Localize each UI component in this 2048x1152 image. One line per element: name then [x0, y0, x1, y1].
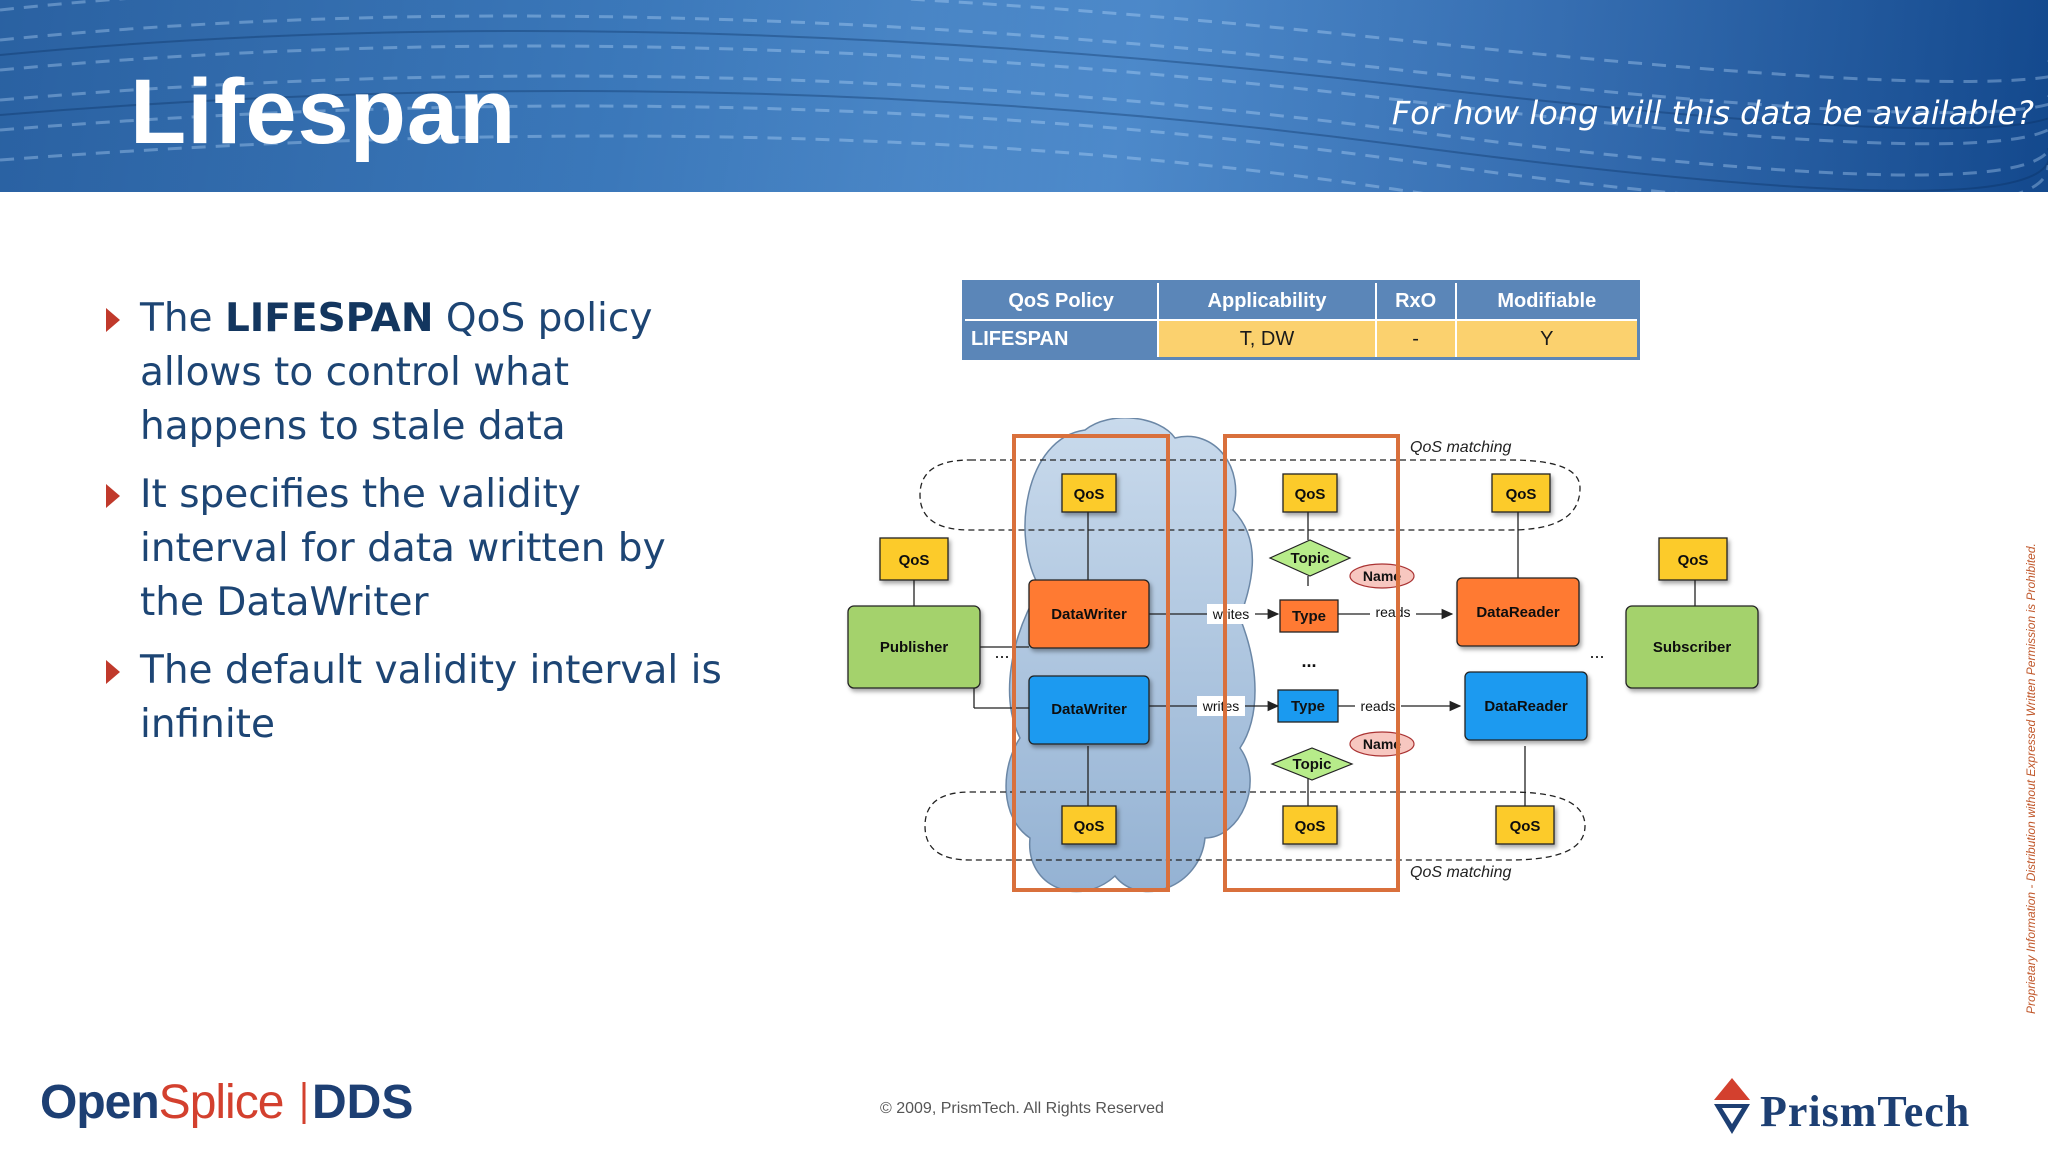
- topic-label: Topic: [1291, 550, 1330, 567]
- copyright-text: © 2009, PrismTech. All Rights Reserved: [880, 1100, 1164, 1117]
- banner-graphic: [0, 0, 2048, 192]
- datawriter-label: DataWriter: [1051, 701, 1127, 718]
- qos-box: QoS: [1061, 805, 1117, 845]
- table-cell: LIFESPAN: [962, 319, 1160, 360]
- bullet-item: The LIFESPAN QoS policy allows to contro…: [100, 292, 740, 454]
- domain-cloud: [1005, 418, 1256, 893]
- datawriter-label: DataWriter: [1051, 606, 1127, 623]
- qos-box-label: QoS: [1074, 818, 1105, 835]
- reads-label: reads: [1360, 698, 1395, 714]
- qos-box: QoS: [1061, 473, 1117, 513]
- label-background: [1207, 604, 1255, 624]
- name-label: Name: [1363, 736, 1401, 752]
- qos-box-label: QoS: [899, 552, 930, 569]
- label-background: [1355, 696, 1401, 716]
- logo-part: Open: [40, 1076, 159, 1129]
- table-header-cell: RxO: [1374, 280, 1457, 321]
- qos-box: QoS: [1282, 473, 1338, 513]
- qos-box-label: QoS: [1510, 818, 1541, 835]
- writes-label: writes: [1212, 606, 1250, 622]
- name-ellipse: Name: [1349, 731, 1415, 757]
- ellipsis-box: [1290, 646, 1328, 676]
- type-box: Type: [1279, 599, 1339, 633]
- qos-box: QoS: [1491, 473, 1551, 513]
- publisher-label: Publisher: [880, 639, 949, 656]
- qos-box-label: QoS: [1678, 552, 1709, 569]
- prismtech-mark-icon: [1714, 1078, 1750, 1134]
- table-header-row: QoS Policy Applicability RxO Modifiable: [962, 280, 1640, 321]
- name-label: Name: [1363, 568, 1401, 584]
- qos-box-label: QoS: [1295, 818, 1326, 835]
- opensplice-dds-logo: OpenSplice DDS: [40, 1076, 413, 1129]
- ellipsis-label: ...: [1589, 642, 1604, 662]
- bullet-text: The: [140, 296, 225, 341]
- datareader-box: DataReader: [1456, 577, 1580, 647]
- datawriter-box: DataWriter: [1028, 579, 1150, 649]
- svg-text:OpenSplice: OpenSplice: [40, 1076, 283, 1129]
- qos-matching-upper-outline: [919, 459, 1581, 531]
- page-title: Lifespan: [130, 61, 517, 163]
- qos-box: QoS: [1658, 537, 1728, 581]
- topic-label: Topic: [1293, 756, 1332, 773]
- topic-diamond: Topic: [1268, 539, 1352, 577]
- table-cell: Y: [1454, 319, 1640, 360]
- qos-box: QoS: [879, 537, 949, 581]
- qos-box-label: QoS: [1074, 486, 1105, 503]
- bullet-arrow-icon: [106, 484, 120, 508]
- prismtech-logo: PrismTech: [1714, 1078, 1970, 1136]
- table-header-cell: Applicability: [1157, 280, 1377, 321]
- highlight-frame-datawriter: [1012, 434, 1170, 892]
- bullet-text: The default validity interval is infinit…: [140, 648, 722, 747]
- type-box: Type: [1277, 689, 1339, 723]
- table-cell: T, DW: [1157, 319, 1377, 360]
- type-label: Type: [1292, 608, 1326, 625]
- table-cell: -: [1374, 319, 1457, 360]
- label-background: [1370, 602, 1416, 622]
- table-header-cell: Modifiable: [1454, 280, 1640, 321]
- label-background: [1197, 696, 1245, 716]
- qos-box-label: QoS: [1295, 486, 1326, 503]
- bullet-arrow-icon: [106, 308, 120, 332]
- subscriber-box: Subscriber: [1625, 605, 1759, 689]
- name-ellipse: Name: [1349, 563, 1415, 589]
- qos-box: QoS: [1282, 805, 1338, 845]
- publisher-box: Publisher: [847, 605, 981, 689]
- qos-matching-label: QoS matching: [1410, 864, 1511, 881]
- qos-policy-table: QoS Policy Applicability RxO Modifiable …: [962, 280, 1640, 360]
- type-label: Type: [1291, 698, 1325, 715]
- datareader-label: DataReader: [1476, 604, 1560, 621]
- bullet-arrow-icon: [106, 660, 120, 684]
- table-header-cell: QoS Policy: [962, 280, 1160, 321]
- datareader-box: DataReader: [1464, 671, 1588, 741]
- dds-entity-diagram: QoS matching QoS matching QoS QoS QoS: [847, 418, 1759, 893]
- datawriter-box: DataWriter: [1028, 675, 1150, 745]
- bullet-item: It specifies the validity interval for d…: [100, 468, 740, 630]
- logo-part: Splice: [159, 1076, 284, 1129]
- writes-label: writes: [1202, 698, 1240, 714]
- logo-part: DDS: [312, 1076, 413, 1129]
- datareader-label: DataReader: [1484, 698, 1568, 715]
- page-subtitle: For how long will this data be available…: [1391, 94, 2034, 132]
- prismtech-wordmark: PrismTech: [1760, 1087, 1970, 1136]
- bullet-list: The LIFESPAN QoS policy allows to contro…: [100, 292, 740, 766]
- qos-matching-lower-outline: [924, 791, 1586, 861]
- proprietary-notice: Proprietary Information - Distribution w…: [2024, 543, 2038, 1014]
- qos-matching-label: QoS matching: [1410, 439, 1511, 456]
- topic-diamond: Topic: [1270, 747, 1354, 781]
- bullet-item: The default validity interval is infinit…: [100, 644, 740, 752]
- bullet-text: QoS policy allows to control what happen…: [140, 296, 653, 449]
- subscriber-label: Subscriber: [1653, 639, 1732, 656]
- bullet-text: It specifies the validity interval for d…: [140, 472, 666, 625]
- ellipsis-label: ...: [994, 642, 1009, 662]
- table-row: LIFESPAN T, DW - Y: [962, 319, 1640, 360]
- qos-box-label: QoS: [1506, 486, 1537, 503]
- highlight-frame-topic: [1223, 434, 1400, 892]
- qos-box: QoS: [1495, 805, 1555, 845]
- header-banner: Lifespan For how long will this data be …: [0, 0, 2048, 192]
- ellipsis-label: ...: [1301, 651, 1316, 671]
- bullet-keyword: LIFESPAN: [224, 296, 434, 341]
- reads-label: reads: [1375, 604, 1410, 620]
